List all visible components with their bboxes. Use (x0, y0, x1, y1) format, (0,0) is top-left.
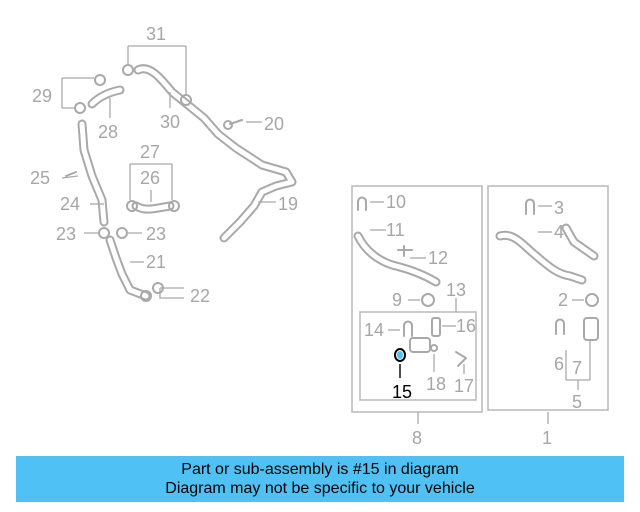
sensor-16-part (431, 317, 441, 337)
callout-19: 19 (278, 194, 298, 214)
clip-25-part (65, 171, 77, 177)
clip-6-part (555, 318, 565, 335)
hose-11-inner (355, 233, 439, 285)
callout-27: 27 (140, 142, 160, 162)
left-leader-lines (61, 45, 276, 299)
leader-29 (61, 77, 94, 109)
clamp-part (168, 200, 180, 212)
leader-25 (61, 175, 79, 179)
callout-29: 29 (32, 86, 52, 106)
seal-15-part (394, 348, 406, 362)
main-pipe-part (133, 64, 297, 243)
hose-28-inner (89, 87, 123, 107)
callout-18: 18 (426, 374, 446, 394)
callout-23-right: 23 (146, 224, 166, 244)
banner-line-disclaimer: Diagram may not be specific to your vehi… (165, 480, 475, 497)
callout-2: 2 (558, 290, 568, 310)
seal-15-highlight (397, 351, 403, 359)
clamp-part (98, 227, 110, 239)
group-1 (487, 185, 609, 424)
callout-26: 26 (140, 168, 160, 188)
callout-17: 17 (454, 376, 474, 396)
callout-7: 7 (572, 358, 582, 378)
info-banner: Part or sub-assembly is #15 in diagram D… (16, 456, 624, 502)
clamp-part (180, 94, 192, 106)
callout-11: 11 (386, 220, 405, 240)
pipe-21-inner (107, 237, 149, 299)
callout-16: 16 (456, 316, 476, 336)
clip-10-part (357, 196, 367, 211)
clip-17-part (455, 351, 467, 367)
clip-14-part (403, 320, 413, 337)
callout-22: 22 (190, 286, 210, 306)
callout-31: 31 (146, 24, 166, 44)
callout-24: 24 (60, 194, 80, 214)
clamp-part (74, 102, 86, 114)
clamp-part (94, 74, 106, 86)
group-13-frame (359, 311, 477, 401)
callout-5: 5 (572, 392, 582, 412)
callout-1: 1 (542, 428, 552, 448)
clamp-part (126, 200, 138, 212)
group-8-frame (351, 185, 483, 413)
ring-2-part (585, 293, 599, 307)
callout-10: 10 (386, 192, 406, 212)
hose-branch-inner (563, 225, 597, 259)
callout-25: 25 (30, 168, 50, 188)
callout-28: 28 (98, 122, 118, 142)
callout-3: 3 (554, 198, 564, 218)
banner-line-part-number: Part or sub-assembly is #15 in diagram (181, 461, 459, 478)
bolt-20-head (223, 120, 233, 130)
callout-12: 12 (428, 248, 448, 268)
callout-6: 6 (554, 354, 564, 374)
exploded-parts-diagram: 31 29 28 30 20 27 26 25 24 19 23 23 21 2… (30, 24, 609, 448)
main-pipe-inner (135, 66, 295, 241)
ring-9-part (421, 293, 435, 307)
callout-9: 9 (392, 290, 402, 310)
group-1-frame (487, 185, 609, 411)
oring-18-part (430, 344, 438, 352)
callout-labels: 31 29 28 30 20 27 26 25 24 19 23 23 21 2… (30, 24, 582, 448)
callout-14: 14 (364, 320, 384, 340)
clamp-part (116, 227, 128, 239)
leader-31 (127, 45, 187, 94)
fitting-part (409, 337, 431, 353)
hose-26-inner (133, 203, 173, 212)
hose-4-inner (497, 232, 585, 283)
leader-22 (159, 287, 184, 299)
leader-6-7-5 (565, 340, 591, 390)
fitting-7-part (583, 317, 599, 341)
clip-12-part (397, 245, 413, 257)
clamp-part (122, 64, 134, 76)
pipe-24-inner (79, 121, 107, 225)
callout-13: 13 (446, 280, 466, 300)
left-hose-assembly (65, 64, 297, 302)
leader-27-26 (129, 163, 173, 202)
callout-20: 20 (264, 114, 284, 134)
clip-3-part (525, 198, 535, 215)
callout-4: 4 (554, 222, 564, 242)
callout-30: 30 (160, 112, 180, 132)
group-8 (351, 185, 483, 424)
clamp-part (140, 290, 152, 302)
callout-23-left: 23 (56, 224, 76, 244)
callout-15: 15 (392, 382, 412, 402)
callout-21: 21 (146, 252, 166, 272)
callout-8: 8 (412, 428, 422, 448)
